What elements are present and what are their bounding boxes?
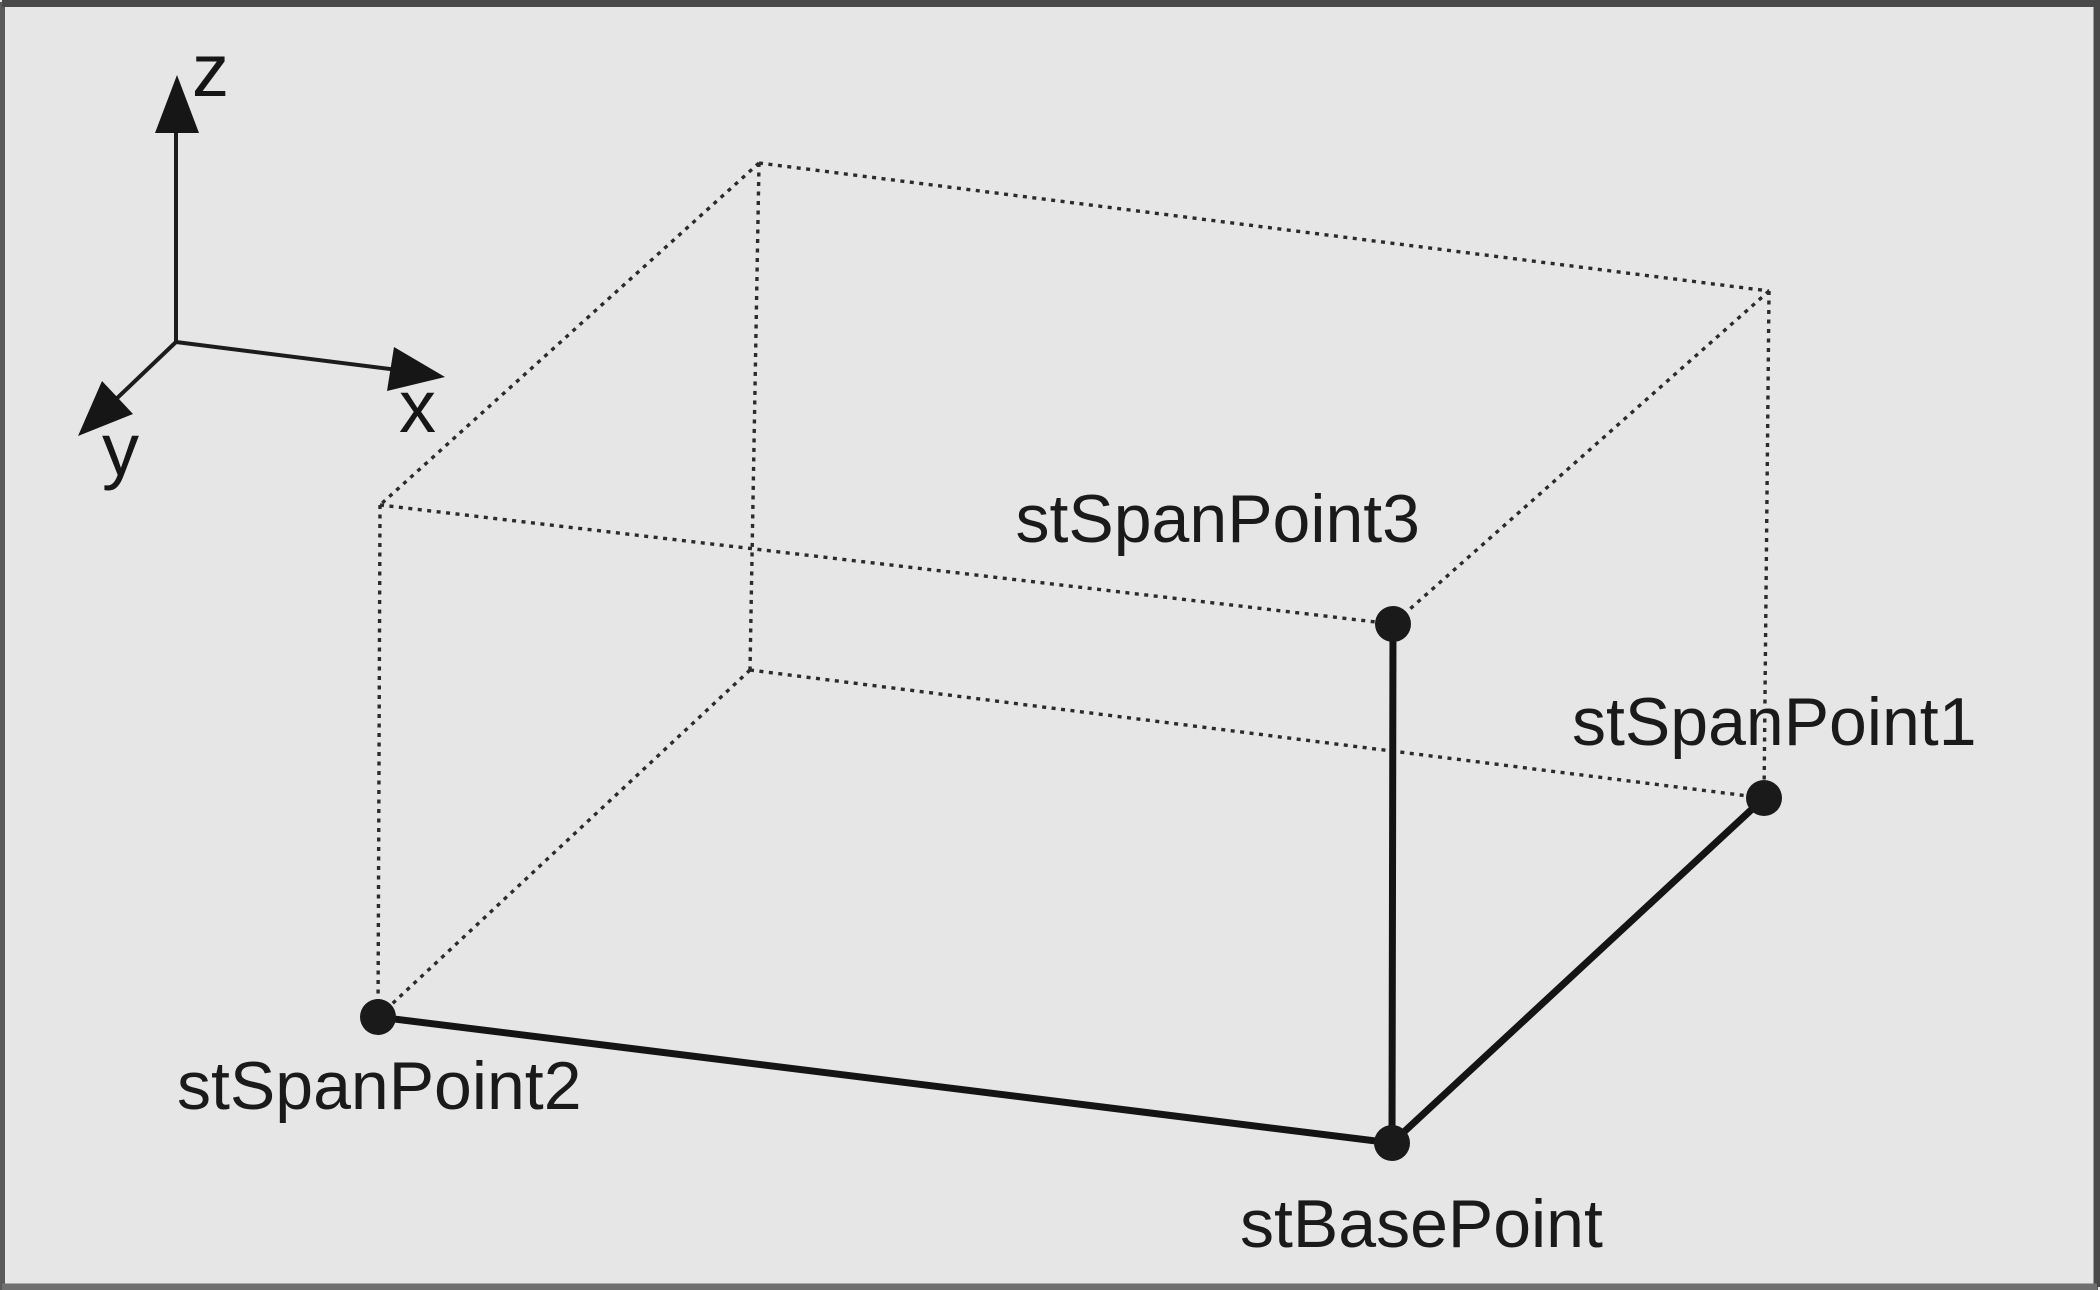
axes-group: z x y xyxy=(78,29,445,491)
span1-point-label: stSpanPoint1 xyxy=(1572,684,1977,760)
edge-base-to-span1 xyxy=(1388,794,1768,1147)
base-point-label: stBasePoint xyxy=(1240,1186,1603,1262)
z-axis-label: z xyxy=(192,29,229,112)
y-axis-label: y xyxy=(102,408,139,491)
span1-point-marker xyxy=(1746,780,1782,816)
span2-point-label: stSpanPoint2 xyxy=(177,1048,582,1124)
vertex-markers xyxy=(360,606,1782,1161)
span2-point-marker xyxy=(360,999,396,1035)
x-axis-line xyxy=(175,340,399,372)
z-axis-arrow-icon xyxy=(155,75,199,133)
y-axis-arrow-icon xyxy=(78,381,133,436)
x-axis-label: x xyxy=(399,365,436,448)
y-axis-line xyxy=(110,340,178,405)
edge-base-to-span3 xyxy=(1388,620,1397,1147)
box-edges-dotted xyxy=(376,161,1771,1019)
edge-top-back xyxy=(758,161,1770,293)
box-edges-solid xyxy=(374,620,1768,1147)
span3-point-label: stSpanPoint3 xyxy=(1015,481,1420,557)
edge-base-to-span2 xyxy=(374,1013,1396,1147)
point-labels: stSpanPoint3 stSpanPoint1 stSpanPoint2 s… xyxy=(177,481,1977,1262)
edge-top-right xyxy=(1391,289,1771,626)
span3-point-marker xyxy=(1375,606,1411,642)
base-point-marker xyxy=(1374,1125,1410,1161)
x-axis-arrow-icon xyxy=(387,347,445,391)
